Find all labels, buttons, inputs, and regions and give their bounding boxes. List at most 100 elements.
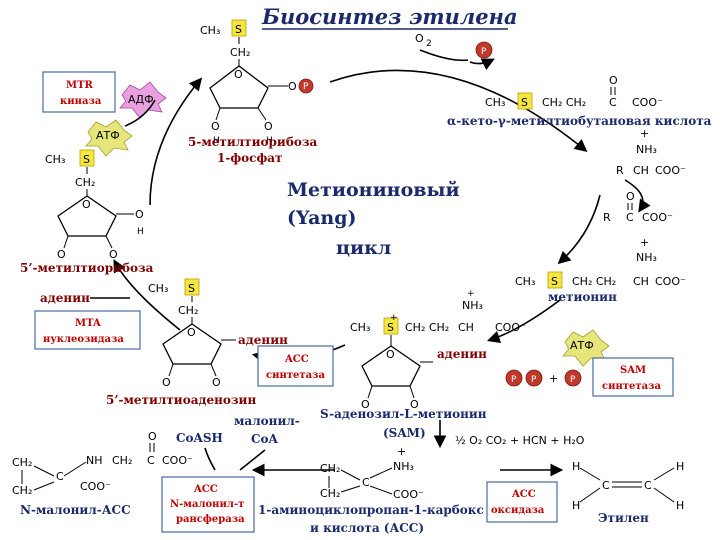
cycle-arrow [329, 69, 588, 153]
nh-atom: NH [86, 454, 103, 467]
ch3-atom: CH₃ [515, 275, 535, 288]
cycle-arrow [149, 77, 203, 206]
sulfur-box [79, 149, 95, 167]
sulfur-box [547, 271, 563, 289]
r-group: R [603, 211, 611, 224]
mtr-kinase-label-1: MTR [66, 80, 94, 91]
mta-nucleosidase-box [34, 310, 141, 350]
coo-atom: COO⁻ [642, 211, 673, 224]
carbonyl-oxygen: O [148, 430, 157, 443]
ch2-atom: CH₂ [230, 46, 250, 59]
carbonyl-oxygen: O [626, 190, 635, 203]
sulfur-box [231, 19, 247, 37]
cycle-arrow [486, 299, 561, 344]
carbon-atom: C [56, 470, 64, 483]
ch3-atom: CH₃ [45, 153, 65, 166]
sulfur-atom: S [521, 96, 528, 109]
o2-label: O [415, 32, 424, 45]
sulfur-atom: S [387, 321, 394, 334]
ch2-atom: CH₂ [12, 456, 32, 469]
carbon-atom: C [609, 96, 617, 109]
carbon-atom: C [602, 479, 610, 492]
phosphate-label: P [531, 375, 537, 385]
sulfur-atom: S [551, 275, 558, 288]
mtr1p-label-1: 5-метилтиорибоза [188, 135, 317, 149]
phosphate-label: P [570, 375, 576, 385]
phosphate-label: P [481, 47, 487, 57]
oh-oxygen: O [57, 248, 66, 261]
carbon-atom: C [626, 211, 634, 224]
sulfur-box [383, 317, 399, 335]
acc-transferase-label-3: рансфераза [176, 514, 245, 525]
sam-synthetase-label-2: синтетаза [602, 381, 661, 392]
sam-label-1: S-аденозил-L-метионин [320, 407, 487, 421]
cycle-label-2: (Yang) [287, 207, 356, 229]
ethylene-label: Этилен [598, 511, 649, 525]
acc-oxidase-label-2: оксидаза [491, 505, 545, 516]
nh3-atom: NH₃ [462, 299, 483, 312]
ch3-atom: CH₃ [200, 24, 220, 37]
hydrogen-atom: H [572, 460, 580, 473]
plus-sign: + [549, 372, 558, 385]
ch2-atom: CH₂ [320, 487, 340, 500]
phosphate-icon [298, 78, 314, 94]
adenine-label: аденин [437, 347, 487, 361]
page-title: Биосинтез этилена [261, 4, 518, 29]
plus-sign: + [467, 289, 475, 299]
acc-oxidase-label-1: ACC [511, 489, 536, 500]
keto-acid-molecule: CH₃ S CH₂ CH₂ C O COO⁻ [485, 74, 663, 110]
acc-transferase-label-1: ACC [193, 484, 218, 495]
ring-oxygen: O [82, 198, 91, 211]
mtr-label: 5’-метилтиорибоза [20, 261, 154, 275]
acc-molecule: CH₂ CH₂ C + NH₃ COO⁻ [320, 445, 424, 501]
hydrogen-atom: H [572, 499, 580, 512]
cycle-label-1: Метиониновый [287, 179, 460, 201]
acc-transferase-box [161, 476, 255, 533]
atp-burst [562, 329, 610, 367]
sam-synthetase-box [592, 357, 674, 397]
ch2ch2-atoms: CH₂ CH₂ [572, 275, 616, 288]
sulfur-box [184, 278, 200, 296]
methionine-molecule: + NH₃ CH₃ S CH₂ CH₂ CH COO⁻ [515, 236, 686, 289]
nh3-atom: NH₃ [393, 460, 414, 473]
acc-synthase-label-1: ACC [284, 354, 309, 365]
oh-oxygen: O [212, 376, 221, 389]
cycle-arrow [113, 259, 181, 331]
r-group: R [616, 164, 624, 177]
phosphate-icon [505, 369, 523, 387]
acc-label-2: и кислота (АСС) [310, 521, 424, 535]
phosphate-icon [564, 369, 582, 387]
ch3-atom: CH₃ [350, 321, 370, 334]
ch-atom: CH [458, 321, 474, 334]
acc-oxidase-box [486, 481, 558, 523]
keto-acid-label: α-кето-γ-метилтиобутановая кислота [447, 114, 712, 128]
mtr1p-label-2: 1-фосфат [217, 151, 283, 165]
adp-label: АДФ [128, 93, 154, 106]
acc-label-1: 1-аминоциклопропан-1-карбокс [258, 503, 484, 517]
coo-atom: COO⁻ [655, 164, 686, 177]
ring-oxygen: O [386, 348, 395, 361]
coash-label: CoASH [176, 431, 223, 445]
mtr-kinase-box [42, 71, 116, 113]
phosphate-label: P [303, 82, 309, 92]
adenine-label: аденин [40, 291, 90, 305]
sam-synthetase-label-1: SAM [620, 365, 646, 376]
carbon-atom: C [644, 479, 652, 492]
oh-oxygen: O [361, 398, 370, 411]
sulfur-atom: S [83, 153, 90, 166]
plus-sign: + [390, 313, 398, 323]
oh-oxygen: O [211, 120, 220, 133]
ch2-atom: CH₂ [75, 176, 95, 189]
cycle-label-3: цикл [336, 237, 391, 259]
sulfur-box [517, 92, 533, 110]
phosphate-icon [475, 41, 493, 59]
plus-sign: + [640, 127, 649, 140]
phosphate-icon [525, 369, 543, 387]
products-label: ½ O₂ CO₂ + HCN + H₂O [455, 434, 585, 447]
ribose-ring [162, 323, 222, 365]
carbon-atom: C [147, 454, 155, 467]
sam-molecule: CH₃ S + CH₂ CH₂ CH COO⁻ NH₃ + O аденин O… [350, 289, 526, 411]
mtr-molecule: CH₃ S CH₂ O O H O O [45, 149, 144, 261]
